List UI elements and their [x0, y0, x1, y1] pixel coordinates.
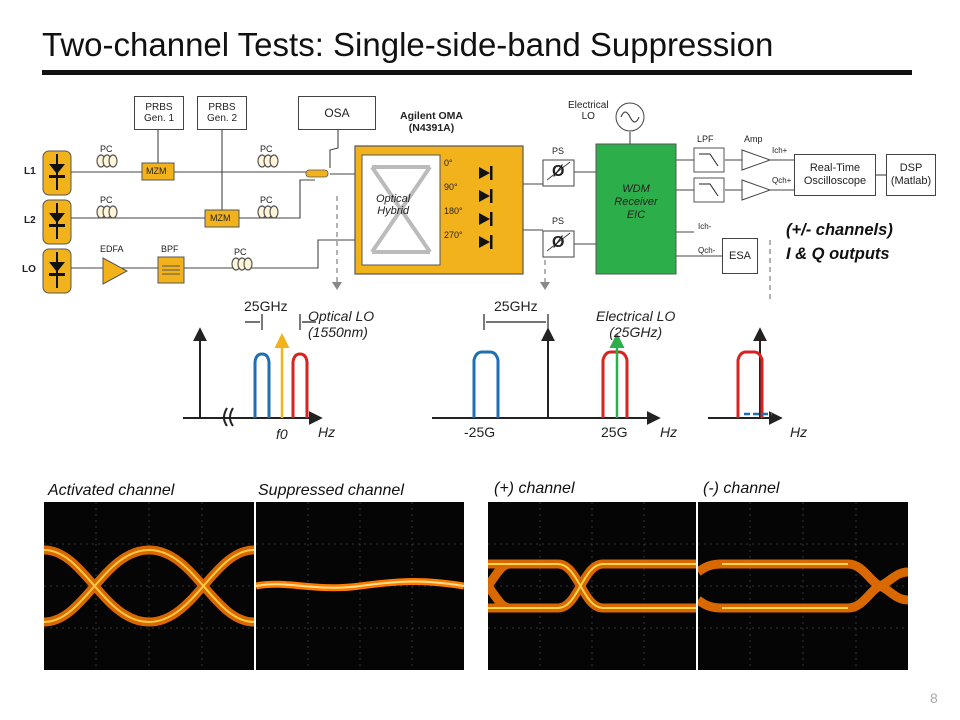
setup-wiring [42, 102, 886, 300]
optical-hz-label: Hz [318, 424, 336, 440]
eye-suppressed-plot [256, 502, 464, 670]
page-number: 8 [930, 690, 938, 706]
ich-plus-label: Ich+ [772, 146, 788, 155]
eye-plus-plot [488, 502, 696, 670]
osa-box: OSA [298, 96, 376, 130]
pos-25g-label: 25G [601, 424, 628, 440]
oma-title: Agilent OMA (N4391A) [400, 110, 463, 134]
phase-270: 270° [444, 230, 463, 240]
edfa-label: EDFA [100, 244, 124, 254]
phase-shifter-symbol-2: Ø [552, 234, 565, 251]
bpf-label: BPF [161, 244, 179, 254]
phase-0: 0° [444, 158, 453, 168]
eye-activated [44, 502, 254, 670]
optical-lo-line1: Optical LO [308, 308, 375, 324]
electrical-lo-spectrum-label: Electrical LO (25GHz) [596, 308, 675, 340]
optical-blue-channel [253, 352, 271, 418]
optical-lo-line2: (1550nm) [308, 324, 368, 340]
eye-label-minus: (-) channel [703, 480, 780, 497]
elec-hz-label: Hz [660, 424, 678, 440]
eye-label-suppressed: Suppressed channel [258, 482, 404, 499]
pc-label-3: PC [260, 144, 273, 154]
ich-minus-label: Ich- [698, 222, 712, 231]
elec-spacing-label: 25GHz [494, 298, 538, 314]
electrical-lo-label: Electrical LO [568, 100, 609, 122]
eye-label-activated: Activated channel [48, 482, 175, 499]
pc-label-1: PC [100, 144, 113, 154]
f0-label: f0 [276, 426, 288, 442]
channel-note-line1: (+/- channels) [786, 221, 893, 239]
amp-label: Amp [744, 134, 763, 144]
dsp-box: DSP (Matlab) [886, 154, 936, 196]
optical-red-channel [291, 352, 309, 418]
prbs-gen-2: PRBS Gen. 2 [197, 96, 247, 130]
phase-shifter-symbol-1: Ø [552, 163, 565, 180]
esa-box: ESA [722, 238, 758, 274]
eye-minus-plot [698, 502, 908, 670]
pc-label-5: PC [234, 247, 247, 257]
eye-plus [488, 502, 696, 670]
slide-title: Two-channel Tests: Single-side-band Supp… [42, 26, 774, 63]
elec-blue-channel [472, 350, 500, 418]
oscilloscope-box: Real-Time Oscilloscope [794, 154, 876, 196]
optical-spacing-label: 25GHz [244, 298, 288, 314]
output-red-channel [736, 350, 764, 418]
phase-90: 90° [444, 182, 458, 192]
prbs-gen-1: PRBS Gen. 1 [134, 96, 184, 130]
laser-l2-label: L2 [24, 215, 36, 226]
output-hz-label: Hz [790, 424, 808, 440]
laser-lo-label: LO [22, 264, 36, 275]
title-underline [42, 70, 912, 75]
ps-label-2: PS [552, 216, 565, 226]
wdm-label: WDM Receiver EIC [614, 183, 658, 221]
phase-180: 180° [444, 206, 463, 216]
eye-minus [698, 502, 908, 670]
mzm-1-label: MZM [146, 166, 167, 176]
laser-l1-label: L1 [24, 166, 36, 177]
eye-label-plus: (+) channel [494, 480, 575, 497]
elec-lo-line1: Electrical LO [596, 308, 676, 324]
pc-label-2: PC [100, 195, 113, 205]
eye-suppressed [256, 502, 464, 670]
optical-lo-label: Optical LO (1550nm) [308, 308, 374, 340]
eye-activated-plot [44, 502, 254, 670]
neg-25g-label: -25G [464, 424, 496, 440]
elec-red-channel [601, 350, 629, 418]
channel-note-line2: I & Q outputs [786, 245, 890, 263]
channel-note: (+/- channels) I & Q outputs [786, 218, 893, 266]
spectra-sketch [183, 314, 783, 427]
lpf-label: LPF [697, 134, 714, 144]
qch-minus-label: Qch- [698, 246, 716, 255]
ps-label-1: PS [552, 146, 565, 156]
qch-plus-label: Qch+ [772, 176, 792, 185]
hybrid-label: Optical Hybrid [376, 193, 411, 217]
elec-lo-line2: (25GHz) [609, 324, 663, 340]
pc-label-4: PC [260, 195, 273, 205]
mzm-2-label: MZM [210, 213, 231, 223]
